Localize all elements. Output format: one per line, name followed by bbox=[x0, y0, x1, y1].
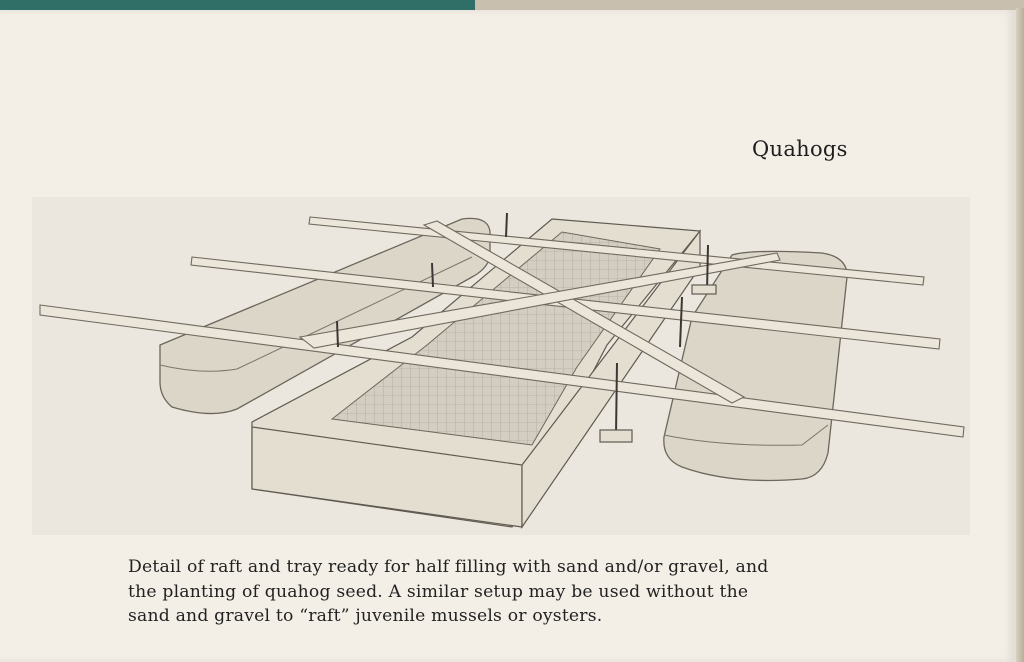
right-float bbox=[663, 250, 848, 482]
book-cover-edge bbox=[0, 0, 475, 12]
raft-bolts bbox=[336, 212, 717, 443]
caption-line: sand and gravel to “raft” juvenile musse… bbox=[128, 606, 603, 626]
left-float bbox=[159, 217, 491, 415]
running-head: Quahogs bbox=[752, 137, 848, 161]
book-board-edge bbox=[475, 0, 1024, 10]
raft-illustration bbox=[32, 197, 970, 535]
book-page: Quahogs bbox=[0, 10, 1016, 662]
page-edge bbox=[1016, 8, 1024, 662]
raft-drawing bbox=[39, 212, 965, 529]
figure-caption: Detail of raft and tray ready for half f… bbox=[128, 555, 888, 629]
caption-line: Detail of raft and tray ready for half f… bbox=[128, 557, 769, 577]
caption-line: the planting of quahog seed. A similar s… bbox=[128, 581, 749, 602]
raft-boards bbox=[39, 216, 965, 438]
